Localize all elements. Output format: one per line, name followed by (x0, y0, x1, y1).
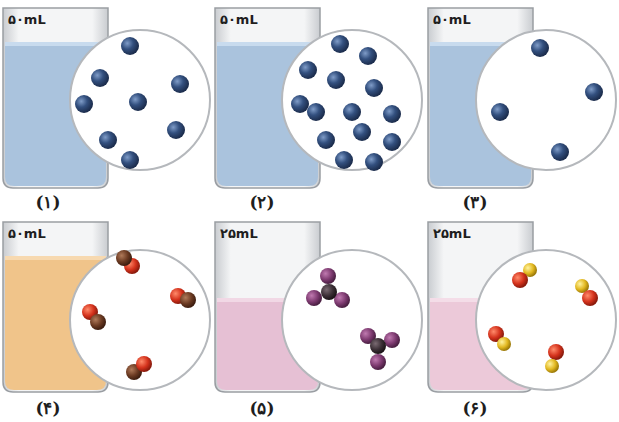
volume-label: ۲۵mL (220, 227, 258, 240)
figure-number: (۱) (35, 194, 60, 211)
atom-particles (291, 35, 401, 171)
molecule-particles (488, 263, 598, 373)
volume-label: ۵۰mL (8, 227, 46, 240)
figure-number: (۳) (462, 194, 487, 211)
beaker (215, 8, 320, 188)
volume-label: ۲۵mL (433, 227, 471, 240)
volume-label: ۵۰mL (8, 13, 46, 26)
figure-number: (۲) (249, 194, 274, 211)
magnifier-circle (70, 30, 616, 390)
volume-label: ۵۰mL (433, 13, 471, 26)
atom-particles (75, 37, 189, 169)
figure-number: (۴) (35, 400, 60, 417)
molecule-particles (82, 250, 196, 380)
molecule-particles (306, 268, 400, 370)
figure-number: (۵) (249, 400, 274, 417)
atom-particles (491, 39, 603, 161)
volume-label: ۵۰mL (220, 13, 258, 26)
figure-number: (۶) (462, 400, 487, 417)
